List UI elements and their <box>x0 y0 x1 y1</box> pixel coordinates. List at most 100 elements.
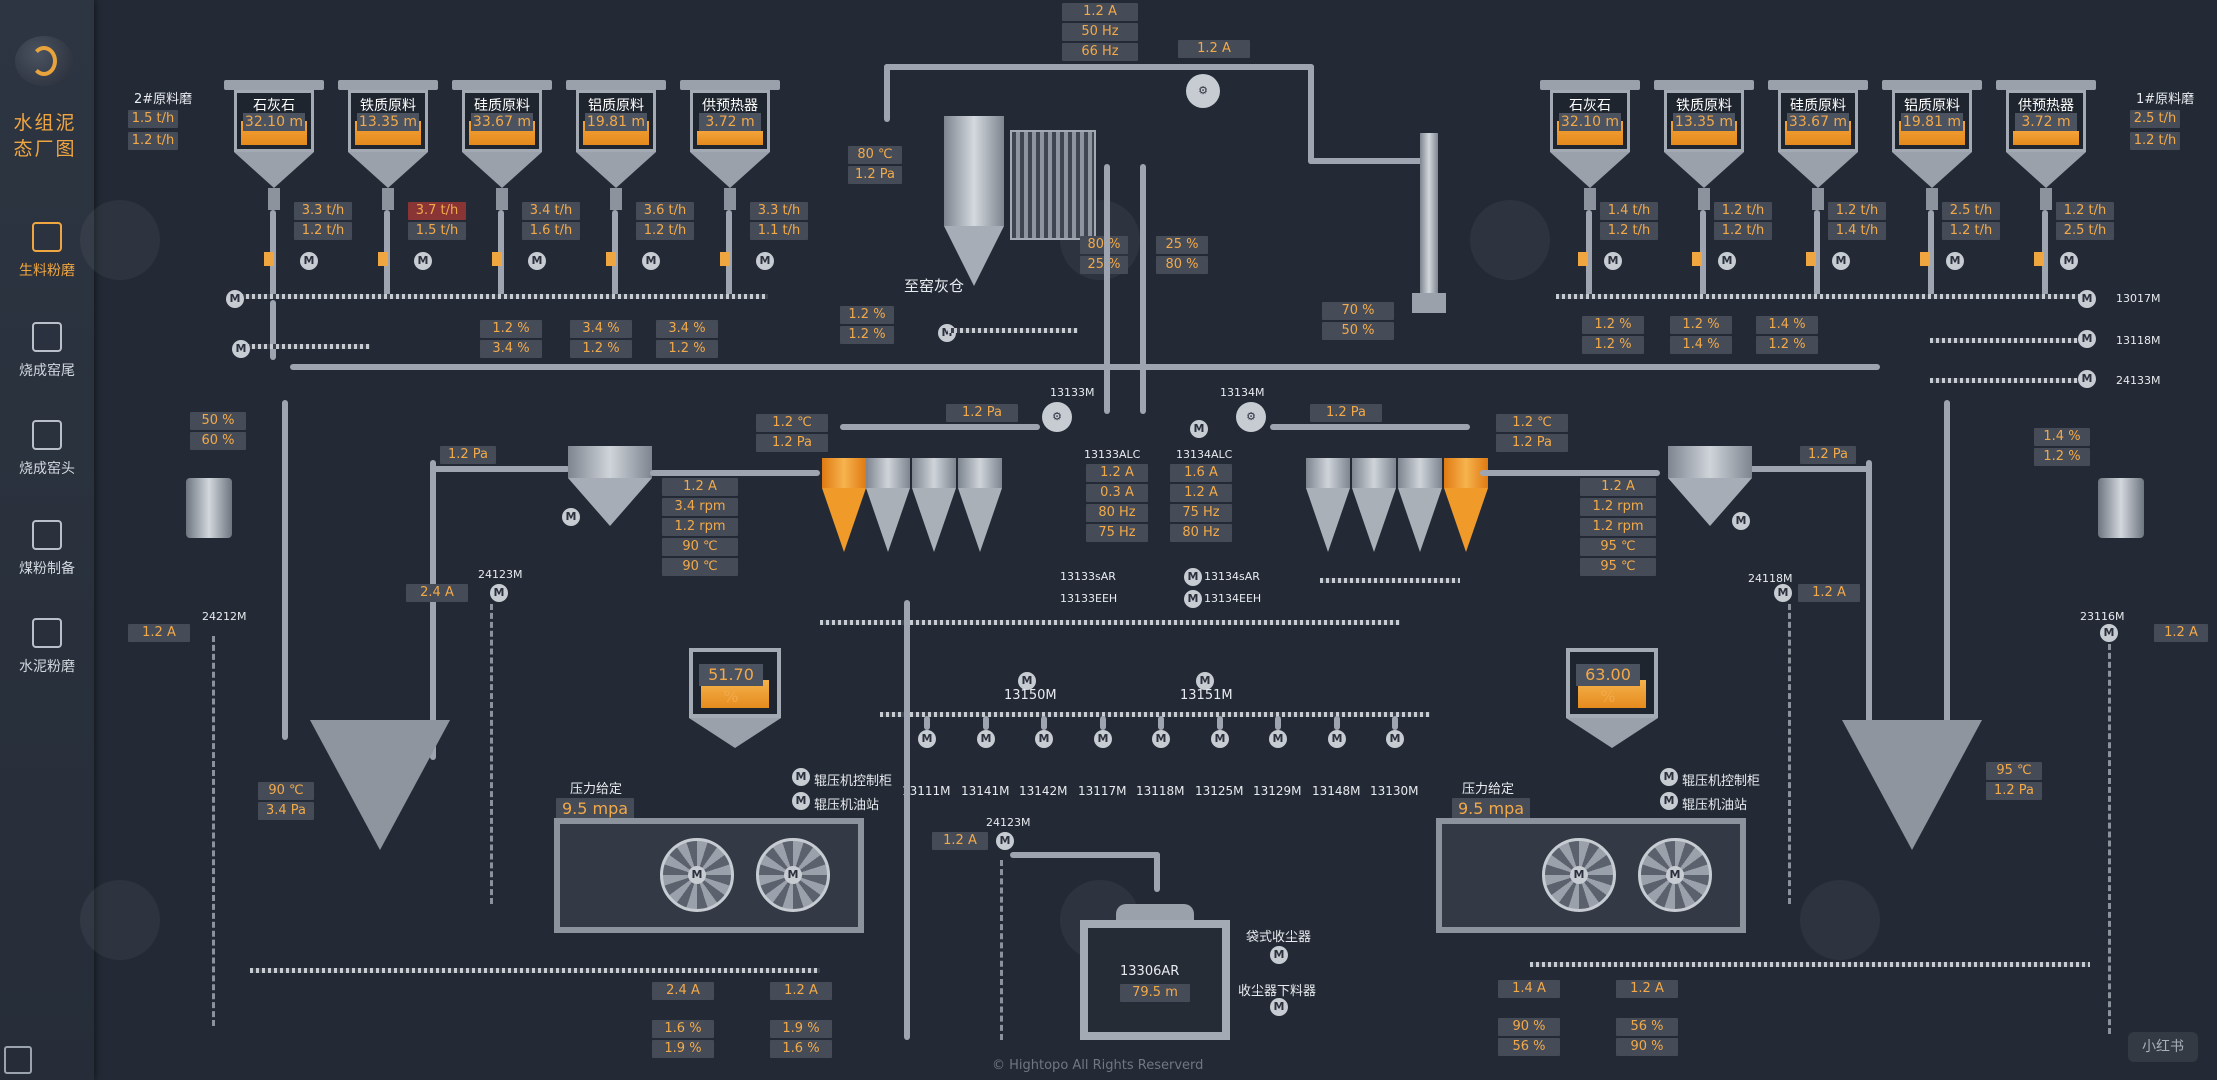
roller-motor[interactable]: M <box>1570 866 1588 884</box>
feeder-valve-icon <box>1578 252 1588 266</box>
return-line <box>1788 604 1791 904</box>
right-bottom-pct: 90 % <box>1498 1018 1560 1036</box>
hopper-level: 13.35 m <box>357 113 419 131</box>
right-separator-motor[interactable]: M <box>1732 512 1750 530</box>
ash-conveyor <box>948 328 1078 333</box>
ash-conveyor-motor[interactable]: M <box>938 324 956 342</box>
feeder-valve-icon <box>720 252 730 266</box>
hopper-feeder-motor[interactable]: M <box>1718 252 1736 270</box>
pipe <box>650 470 820 476</box>
hopper-feeder-motor[interactable]: M <box>2060 252 2078 270</box>
right-separator-reading: 1.2 A <box>1580 478 1656 496</box>
motor-24123b[interactable]: M <box>996 832 1014 850</box>
left-vertical-mill <box>310 700 450 870</box>
hopper-feeder-motor[interactable]: M <box>756 252 774 270</box>
feed-motor[interactable]: M <box>1269 730 1287 748</box>
motor-24123[interactable]: M <box>490 584 508 602</box>
feed-motor[interactable]: M <box>918 730 936 748</box>
roller-oil-motor[interactable]: M <box>792 792 810 810</box>
hopper-feeder-motor[interactable]: M <box>1946 252 1964 270</box>
hopper-feeder-motor[interactable]: M <box>528 252 546 270</box>
fan-13133[interactable]: ⚙ <box>1042 402 1072 432</box>
pipe <box>1010 852 1160 858</box>
roller-cabinet-motor[interactable]: M <box>1660 768 1678 786</box>
cyclone-reading: 1.2 Pa <box>1496 434 1568 452</box>
motor-23116[interactable]: M <box>2100 624 2118 642</box>
feed-motor[interactable]: M <box>1035 730 1053 748</box>
motor-label: 13134sAR <box>1204 570 1260 583</box>
bag-filter-id: 13306AR <box>1120 964 1180 979</box>
sidebar-item-kiln-head[interactable]: 烧成窑头 <box>0 420 94 478</box>
right-mid-reading: 1.2 % <box>1756 336 1818 354</box>
hopper-reading: 2.5 t/h <box>2056 222 2114 240</box>
hopper-neck <box>268 188 280 210</box>
hopper-feeder-motor[interactable]: M <box>1604 252 1622 270</box>
right-separator-reading: 95 ℃ <box>1580 538 1656 556</box>
feed-motor[interactable]: M <box>1211 730 1229 748</box>
feed-motor[interactable]: M <box>977 730 995 748</box>
left-belt-motor[interactable]: M <box>226 290 244 308</box>
feed-motor[interactable]: M <box>1386 730 1404 748</box>
motor-13134eeh[interactable]: M <box>1184 590 1202 608</box>
roller-motor[interactable]: M <box>688 866 706 884</box>
fan-13134-motor[interactable]: M <box>1190 420 1208 438</box>
feed-motor[interactable]: M <box>1094 730 1112 748</box>
left-feed-rate: 1.2 t/h <box>128 132 178 150</box>
roller-motor[interactable]: M <box>784 866 802 884</box>
hopper-neck <box>1584 188 1596 210</box>
motor-label: 23116M <box>2080 610 2125 623</box>
hopper-name: 硅质原料 <box>474 98 530 114</box>
right-belt-motor[interactable]: M <box>2078 290 2096 308</box>
left-belt-motor-2[interactable]: M <box>232 340 250 358</box>
sidebar-item-kiln-tail[interactable]: 烧成窑尾 <box>0 322 94 380</box>
left-product-bin: 51.70 % <box>685 648 785 758</box>
left-bottom-reading: 2.4 A <box>652 982 714 1000</box>
hopper-feeder-motor[interactable]: M <box>642 252 660 270</box>
right-bottom-pct: 90 % <box>1616 1038 1678 1056</box>
feed-motor[interactable]: M <box>1328 730 1346 748</box>
alc-reading: 80 Hz <box>1170 524 1232 542</box>
fan-13134[interactable]: ⚙ <box>1236 402 1266 432</box>
feed-motor[interactable]: M <box>1152 730 1170 748</box>
bag-discharge-motor[interactable]: M <box>1270 998 1288 1016</box>
right-belt-motor-2[interactable]: M <box>2078 330 2096 348</box>
pipe <box>1217 716 1223 730</box>
pipe <box>1275 716 1281 730</box>
hopper-level: 32.10 m <box>1559 113 1621 131</box>
bag-filter-motor[interactable]: M <box>1270 946 1288 964</box>
roller-cabinet-motor[interactable]: M <box>792 768 810 786</box>
hopper-feeder-motor[interactable]: M <box>414 252 432 270</box>
left-separator-motor[interactable]: M <box>562 508 580 526</box>
hopper-reading: 1.5 t/h <box>408 222 466 240</box>
left-pct-reading: 50 % <box>190 412 246 430</box>
hopper-feeder-motor[interactable]: M <box>1832 252 1850 270</box>
cement-mill-icon <box>32 618 62 648</box>
right-belt-motor-3[interactable]: M <box>2078 370 2096 388</box>
motor-24118[interactable]: M <box>1774 584 1792 602</box>
right-separator-reading: 1.2 rpm <box>1580 498 1656 516</box>
exhaust-fan[interactable]: ⚙ <box>1186 74 1220 108</box>
right-bottom-pct: 56 % <box>1616 1018 1678 1036</box>
roller-oil-motor[interactable]: M <box>1660 792 1678 810</box>
roller-motor[interactable]: M <box>1666 866 1684 884</box>
hopper-reading: 3.3 t/h <box>750 202 808 220</box>
bag-discharge-label: 收尘器下料器 <box>1238 984 1317 999</box>
watermark <box>80 880 160 960</box>
fullscreen-icon[interactable] <box>4 1046 32 1074</box>
sidebar-item-coal-prep[interactable]: 煤粉制备 <box>0 520 94 578</box>
cyclone-reading: 1.2 Pa <box>756 434 828 452</box>
motor-13150[interactable]: M <box>1018 672 1036 690</box>
cyclone <box>912 458 956 558</box>
sidebar-item-raw-mill[interactable]: 生料粉磨 <box>0 222 94 280</box>
kiln-head-icon <box>32 420 62 450</box>
sidebar-item-cement-mill[interactable]: 水泥粉磨 <box>0 618 94 676</box>
dust-collector-reading: 80 ℃ <box>848 146 902 164</box>
hopper-feeder-motor[interactable]: M <box>300 252 318 270</box>
motor-13151[interactable]: M <box>1196 672 1214 690</box>
motor-13134sar[interactable]: M <box>1184 568 1202 586</box>
pipe <box>1308 64 1314 164</box>
hopper-reading: 1.2 t/h <box>1942 222 2000 240</box>
